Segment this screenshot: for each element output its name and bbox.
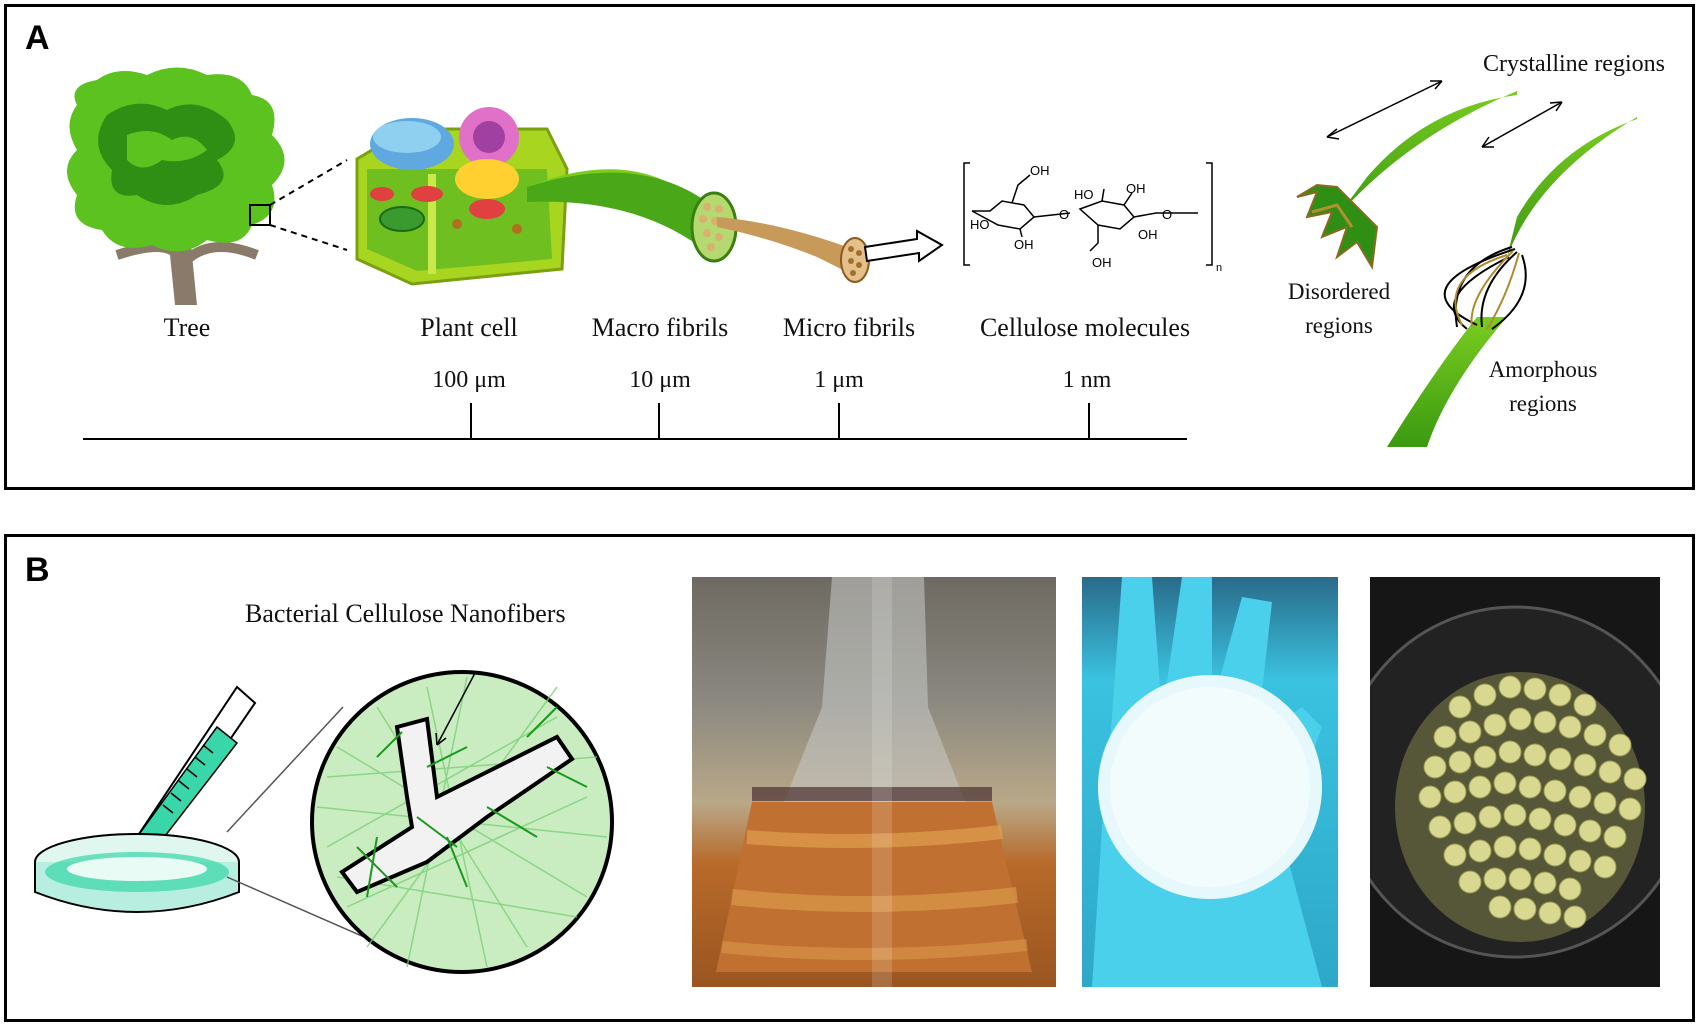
petri-dish-illustration xyxy=(34,685,257,913)
nanofiber-zoom-illustration xyxy=(226,670,614,974)
micro-fibril-illustration xyxy=(717,217,944,283)
scale-tick-label: 1 nm xyxy=(1062,367,1112,393)
panel-a-letter: A xyxy=(25,19,50,57)
tree-illustration xyxy=(67,67,348,305)
scale-axis xyxy=(83,403,1187,440)
svg-text:O: O xyxy=(1059,207,1069,222)
plant-cell-illustration xyxy=(355,107,569,286)
fiber-regions-illustration xyxy=(1296,80,1637,447)
svg-text:O: O xyxy=(1162,207,1172,222)
label-cellulose-molecules: Cellulose molecules xyxy=(979,313,1191,342)
scale-tick-label: 10 μm xyxy=(629,367,691,393)
bc-beads-photo xyxy=(1370,577,1660,987)
svg-text:OH: OH xyxy=(1030,163,1050,178)
panel-a: A xyxy=(4,4,1695,490)
scale-tick-label: 1 μm xyxy=(814,367,864,393)
svg-text:OH: OH xyxy=(1138,227,1158,242)
svg-text:OH: OH xyxy=(1014,237,1034,252)
label-tree: Tree xyxy=(163,313,211,342)
label-macro-fibrils: Macro fibrils xyxy=(591,313,729,342)
svg-text:HO: HO xyxy=(1074,187,1094,202)
svg-text:n: n xyxy=(1216,262,1222,274)
label-bacterial-cellulose-nanofibers: Bacterial Cellulose Nanofibers xyxy=(245,599,566,628)
bc-pellicle-photo xyxy=(1082,577,1338,987)
scale-tick-label: 100 μm xyxy=(432,367,506,393)
label-crystalline-regions: Crystalline regions xyxy=(1483,51,1665,77)
macro-fibril-illustration xyxy=(527,169,738,263)
label-micro-fibrils: Micro fibrils xyxy=(782,313,916,342)
svg-text:OH: OH xyxy=(1092,255,1112,270)
label-plant-cell: Plant cell xyxy=(420,313,518,342)
svg-text:HO: HO xyxy=(970,217,990,232)
panel-b-letter: B xyxy=(25,551,50,589)
flask-photo xyxy=(692,577,1056,987)
panel-b: B xyxy=(4,534,1695,1022)
cellulose-molecule-structure: OH HO OH O HO OH OH OH O n xyxy=(963,162,1222,274)
svg-text:OH: OH xyxy=(1126,181,1146,196)
